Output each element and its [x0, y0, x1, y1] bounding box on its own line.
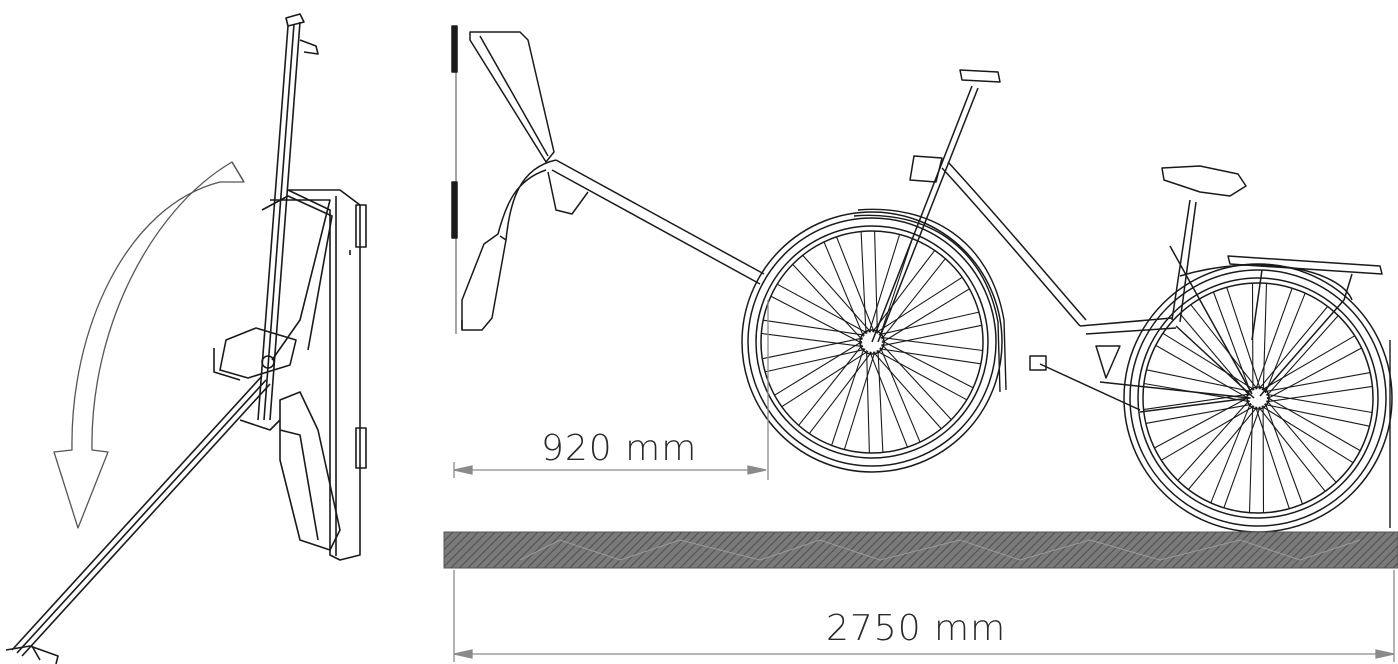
rear-carrier [1227, 255, 1383, 397]
raised-arm [257, 13, 319, 421]
wheel-spoke [843, 351, 876, 450]
fork-and-handlebar [871, 69, 1001, 343]
bicycle-frame [941, 161, 1255, 413]
wheel-spoke [1258, 306, 1329, 390]
wheel-spoke [1161, 405, 1255, 461]
wheel-spoke [1264, 372, 1371, 393]
wheel-spoke [879, 238, 913, 337]
wheel-spoke [876, 350, 968, 401]
wheel-spoke [763, 319, 865, 336]
wheel-spoke [1264, 403, 1370, 427]
dimension-line-short [453, 300, 769, 480]
folded-rack-view [5, 13, 367, 664]
wheel-spoke [881, 258, 946, 340]
wheel-spoke [1187, 406, 1258, 490]
wheel-spoke [1266, 315, 1339, 397]
wheel-spoke [1248, 405, 1254, 513]
wheel-spoke [1177, 399, 1250, 481]
wheel-spoke [823, 241, 865, 337]
wheel-spoke [762, 337, 863, 360]
wheel-spoke [1162, 332, 1255, 391]
wheel-spoke [881, 343, 952, 420]
wheel-spoke [868, 234, 901, 333]
wheel-spoke [1255, 406, 1290, 509]
wheel-spoke [1212, 291, 1252, 393]
wheel-spoke [869, 351, 909, 448]
wheel-spoke [872, 250, 936, 333]
wheel-spoke [866, 350, 870, 454]
wheel-spoke [1266, 347, 1362, 400]
wheel-spoke [1226, 287, 1261, 390]
wheel-spoke [1146, 369, 1252, 393]
wheel-spoke [770, 295, 863, 344]
wheel-spoke [1266, 396, 1361, 452]
rack-wheel-holder [461, 159, 557, 331]
rear-wheel [1123, 263, 1393, 533]
wheel-holder [279, 391, 341, 551]
wheel-spoke [881, 288, 970, 343]
wheel-spoke [880, 336, 983, 352]
saddle [1161, 165, 1247, 197]
wheel-spoke [881, 340, 974, 389]
wall [451, 25, 458, 334]
wheel-spoke [877, 349, 884, 453]
wheel-spoke [761, 332, 864, 348]
wheel-spoke [1266, 393, 1373, 414]
wheel-spoke [792, 264, 863, 341]
wheel-spoke [881, 324, 982, 347]
wheel-spoke [774, 341, 863, 396]
wheel-spoke [835, 236, 875, 333]
wheel-spoke [781, 350, 869, 408]
wheel-spoke [831, 347, 865, 446]
wheel-spoke [1154, 396, 1250, 449]
wheel-spoke [1145, 403, 1252, 424]
wheel-spoke [879, 347, 921, 443]
wheel-spoke [878, 311, 980, 336]
wheel-spoke [1261, 405, 1354, 464]
wheel-spoke [802, 254, 872, 333]
wheel-spoke [1190, 304, 1258, 390]
wheel-spoke [874, 230, 878, 334]
wheel-spoke [1266, 400, 1337, 483]
wheel-spoke [1264, 403, 1304, 505]
hinge-frame [213, 195, 333, 431]
wheel-spoke [1258, 406, 1326, 492]
front-wheel [741, 208, 1007, 473]
wheel-spoke [1210, 402, 1252, 504]
floor [443, 531, 1398, 569]
wheel-spoke [1179, 313, 1250, 396]
wheel-spoke [1264, 292, 1306, 394]
dimension-line-total [453, 570, 1395, 662]
wall-plate [287, 189, 367, 561]
rack-support-bar [547, 159, 765, 285]
wheel-spoke [1262, 283, 1268, 391]
wheel-spoke [764, 348, 866, 373]
rack-upper-bracket [469, 31, 555, 163]
wheel-spoke [776, 283, 868, 334]
wheel-spoke [798, 344, 863, 426]
swinging-arm [5, 375, 271, 664]
wheel-spoke [872, 351, 942, 430]
rack-with-bicycle-view [451, 25, 1393, 533]
dimension-label-total: 2750 mm [826, 608, 1007, 649]
wheel-spoke [1266, 385, 1373, 403]
wheel-spoke [1255, 288, 1293, 390]
wheel-spoke [1223, 406, 1261, 508]
wheel-spoke [875, 276, 963, 334]
wheel-spoke [1261, 335, 1355, 391]
wheel-spoke [860, 231, 867, 335]
wheel-spoke [808, 351, 872, 434]
curved-arrow-down-icon [53, 161, 245, 529]
wheel-spoke [879, 348, 981, 365]
dimension-label-short: 920 mm [541, 428, 698, 469]
wheel-spoke [1155, 344, 1250, 400]
